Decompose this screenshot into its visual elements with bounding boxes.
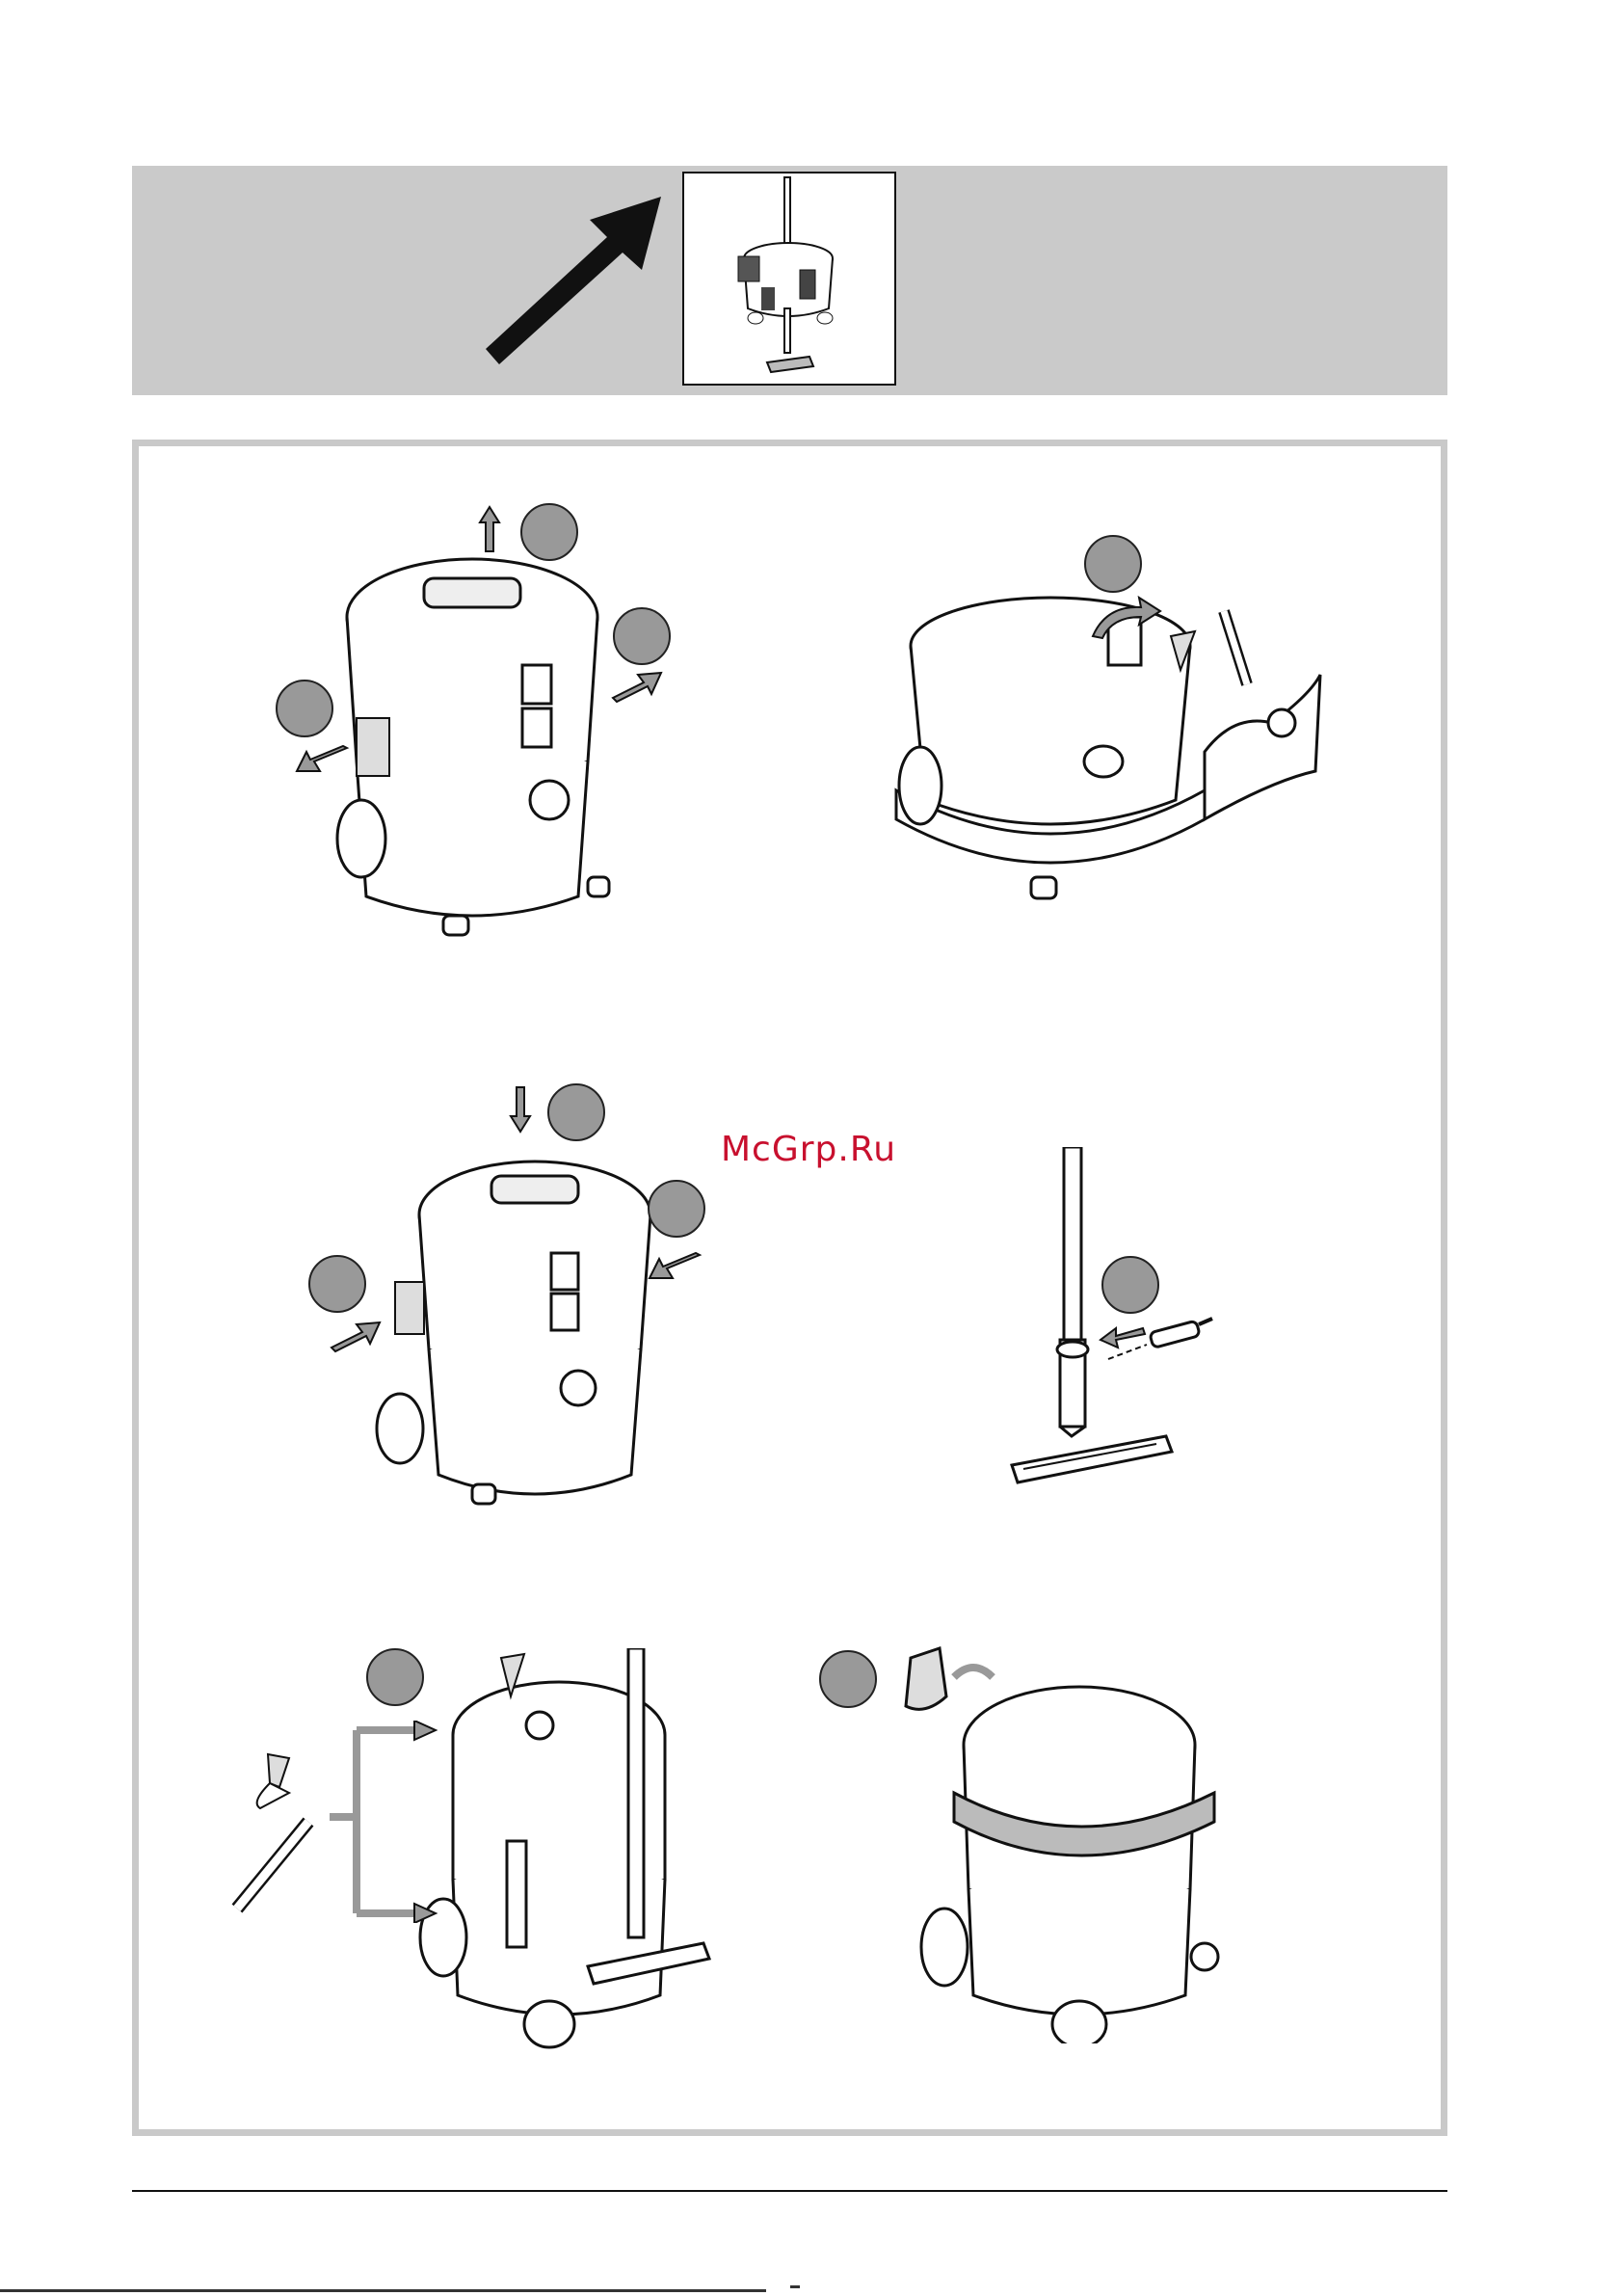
accessory-nozzles-icon <box>231 1745 337 1918</box>
vacuum-thumbnail-icon <box>684 174 894 384</box>
footer-rule <box>132 2190 1447 2192</box>
right-arrow-icon <box>328 1319 385 1353</box>
step-badge-4 <box>1101 1256 1159 1314</box>
up-arrow-icon <box>478 505 501 553</box>
left-arrow-icon <box>1099 1324 1147 1353</box>
bracket-arrows-icon <box>328 1721 443 1923</box>
step-badge-3a <box>547 1083 605 1141</box>
figure-step-3 <box>357 1118 713 1523</box>
curved-arrow-icon <box>1087 596 1164 640</box>
figure-step-1 <box>270 492 713 954</box>
step-badge-5 <box>366 1648 424 1706</box>
bottom-mark <box>790 2285 800 2288</box>
step-badge-3c <box>308 1255 366 1313</box>
step-badge-1a <box>520 503 578 561</box>
bottom-rule <box>0 2289 766 2292</box>
down-arrow-icon <box>509 1085 532 1134</box>
arrow-icon <box>482 193 675 366</box>
step-badge-6 <box>819 1650 877 1708</box>
left-arrow-icon <box>293 742 351 777</box>
step-badge-1c <box>276 680 333 737</box>
left-arrow-icon <box>646 1249 703 1284</box>
watermark: McGrp.Ru <box>721 1130 896 1169</box>
step-badge-1b <box>613 607 671 665</box>
figure-step-5 <box>405 1648 732 2053</box>
figure-step-6 <box>887 1639 1233 2043</box>
assembled-vacuum-thumbnail <box>682 172 896 386</box>
right-arrow-icon <box>609 669 663 704</box>
step-badge-2 <box>1084 535 1142 593</box>
step-badge-3b <box>648 1180 705 1238</box>
